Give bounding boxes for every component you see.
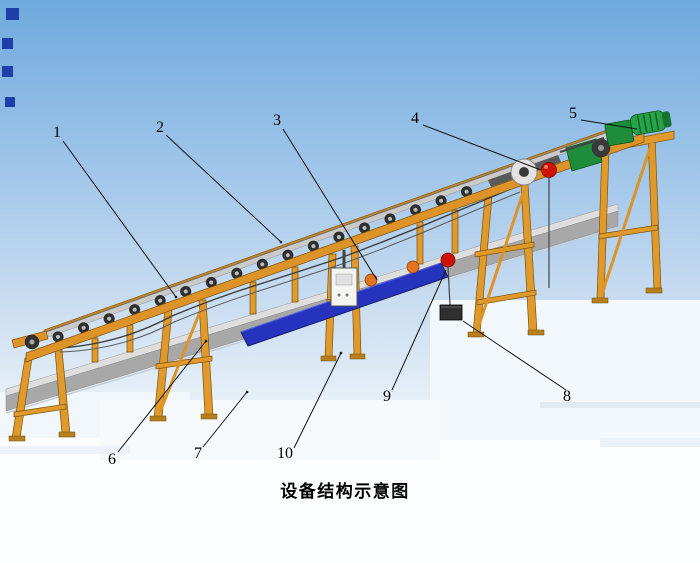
ground-highlight	[430, 300, 700, 440]
sensor-box-group	[439, 178, 550, 321]
support-diagonal	[158, 303, 205, 413]
frame-posts	[91, 209, 459, 363]
mid-support-1	[149, 299, 218, 422]
artifact-square	[2, 66, 13, 77]
callout-number-8: 8	[563, 388, 571, 405]
leader-line-2	[165, 134, 282, 243]
head-sensor-ball	[541, 162, 557, 178]
support-foot	[8, 435, 26, 442]
gear-reducer	[604, 119, 635, 147]
support-brace	[476, 289, 537, 306]
plate-sensor-ball	[364, 273, 378, 287]
callout-number-1: 1	[53, 124, 61, 141]
frame-post	[249, 281, 257, 315]
frame-post	[451, 209, 459, 254]
support-foot	[149, 415, 167, 422]
leader-line-4	[422, 124, 542, 171]
support-foot	[645, 287, 663, 294]
drive-belt-line	[559, 137, 605, 153]
support-brace	[155, 355, 213, 370]
support-diagonal	[600, 141, 654, 295]
sensor-cable	[447, 266, 451, 306]
callouts: 1 2 3 4 5 6 7 8 9 10	[53, 105, 638, 468]
plate-sensor-ball	[406, 260, 420, 274]
support-foot	[320, 355, 337, 362]
callout-number-6: 6	[108, 451, 116, 468]
support-foot	[200, 413, 218, 420]
leader-line-5	[580, 119, 638, 130]
leader-line-3	[282, 128, 378, 281]
head-support	[467, 183, 545, 338]
artifact-square	[2, 38, 13, 49]
artifact-squares	[2, 8, 19, 107]
frame-post	[291, 266, 299, 303]
support-brace	[13, 403, 67, 418]
motor-endcap	[661, 111, 672, 128]
artifact-square	[5, 97, 15, 107]
support-brace	[598, 224, 659, 240]
ground-highlight	[100, 400, 440, 460]
power-cable	[59, 171, 549, 349]
control-box-panel	[335, 273, 353, 286]
leader-dot	[339, 351, 343, 355]
callout-number-7: 7	[194, 445, 202, 462]
leader-line-1	[62, 140, 177, 298]
conveyor-stringer	[25, 132, 645, 363]
callout-number-3: 3	[273, 112, 281, 129]
artifact-square	[6, 8, 19, 20]
sensor-box	[439, 304, 463, 321]
ground-highlight	[600, 438, 700, 447]
leader-line-6	[117, 340, 207, 453]
leader-line-7	[202, 391, 248, 448]
control-box-knob	[345, 293, 349, 297]
support-foot	[527, 329, 545, 336]
leader-dot	[245, 390, 249, 394]
support-foot	[58, 431, 76, 438]
leader-dot	[204, 339, 208, 343]
control-box-group	[330, 250, 358, 307]
support-diagonal	[476, 189, 526, 329]
motor-fins	[636, 112, 660, 134]
belt-edge-line	[39, 116, 651, 335]
plate-sensor-ball-red	[440, 252, 456, 268]
ground-highlight	[540, 402, 700, 408]
tail-support	[8, 349, 76, 442]
drive-pulley-hub	[598, 145, 604, 151]
diagram-caption: 设备结构示意图	[280, 482, 410, 501]
leader-line-10	[293, 352, 342, 449]
power-cable	[59, 191, 521, 353]
head-pulley	[519, 167, 529, 177]
callout-number-5: 5	[569, 105, 577, 122]
leader-dot	[279, 240, 283, 244]
gear-motor	[604, 110, 672, 147]
callout-number-10: 10	[277, 445, 293, 462]
frame-post	[126, 324, 134, 353]
control-box-knob	[337, 293, 341, 297]
ground-highlight	[0, 446, 130, 454]
callout-number-9: 9	[383, 388, 391, 405]
leader-line-8	[462, 320, 567, 391]
control-box-body	[330, 267, 358, 307]
head-drive-station	[488, 110, 672, 187]
head-sensor-highlight	[544, 165, 548, 169]
support-foot	[591, 297, 609, 304]
callout-number-4: 4	[411, 110, 419, 127]
leader-line-9	[391, 269, 447, 391]
support-foot	[467, 331, 485, 338]
support-foot	[349, 353, 366, 360]
frame-post	[91, 337, 99, 363]
callout-number-2: 2	[156, 119, 164, 136]
cables	[59, 171, 549, 353]
frame-post	[416, 221, 424, 265]
leader-dot	[174, 295, 178, 299]
tail-pulley-hub	[29, 339, 35, 345]
